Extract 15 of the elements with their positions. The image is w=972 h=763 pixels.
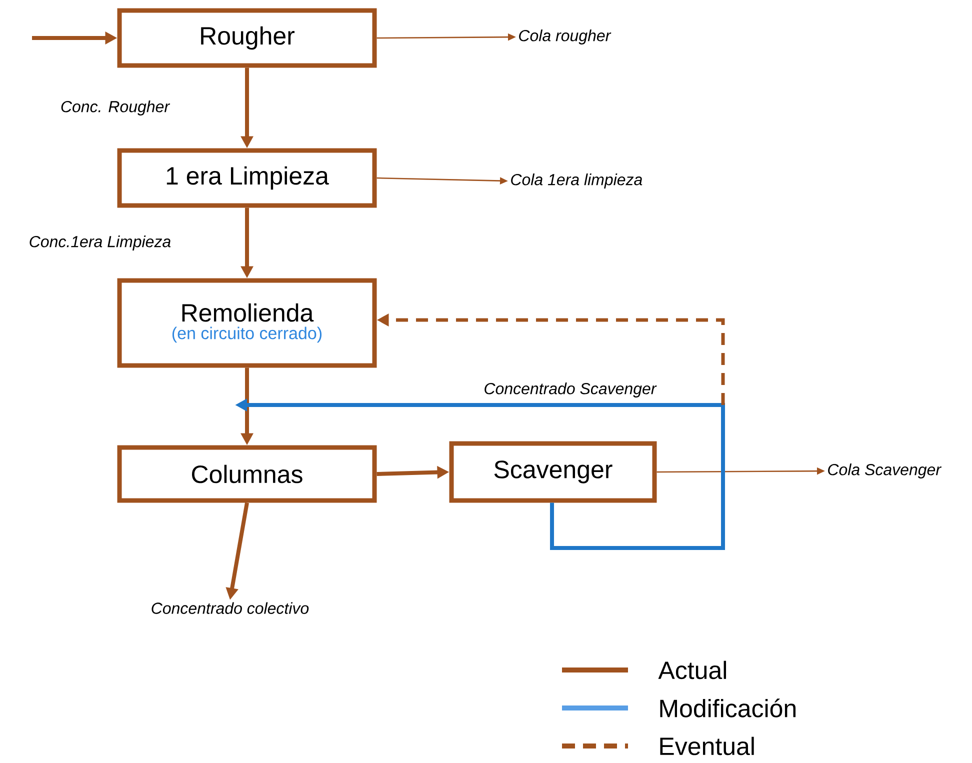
edge-label: Conc. Rougher: [61, 100, 170, 116]
process-box: Remolienda (en circuito cerrado): [117, 278, 377, 368]
stream-label: Cola rougher: [519, 30, 612, 44]
legend-text: Eventual: [660, 736, 754, 756]
process-box: Columnas: [117, 445, 377, 503]
edge-label: Conc.1era Limpieza: [30, 236, 171, 250]
edge-label: Concentrado Scavenger: [484, 382, 657, 398]
stream-label: Concentrado colectivo: [152, 602, 309, 614]
process-box: 1 era Limpieza: [117, 148, 377, 208]
process-box: Rougher: [117, 8, 377, 68]
stream-label: Cola 1era limpieza: [511, 174, 642, 188]
legend-text: Modificación: [660, 698, 796, 718]
process-box: Scavenger: [449, 441, 657, 503]
stream-label: Cola Scavenger: [828, 464, 942, 478]
legend-text: Actual: [658, 660, 726, 680]
